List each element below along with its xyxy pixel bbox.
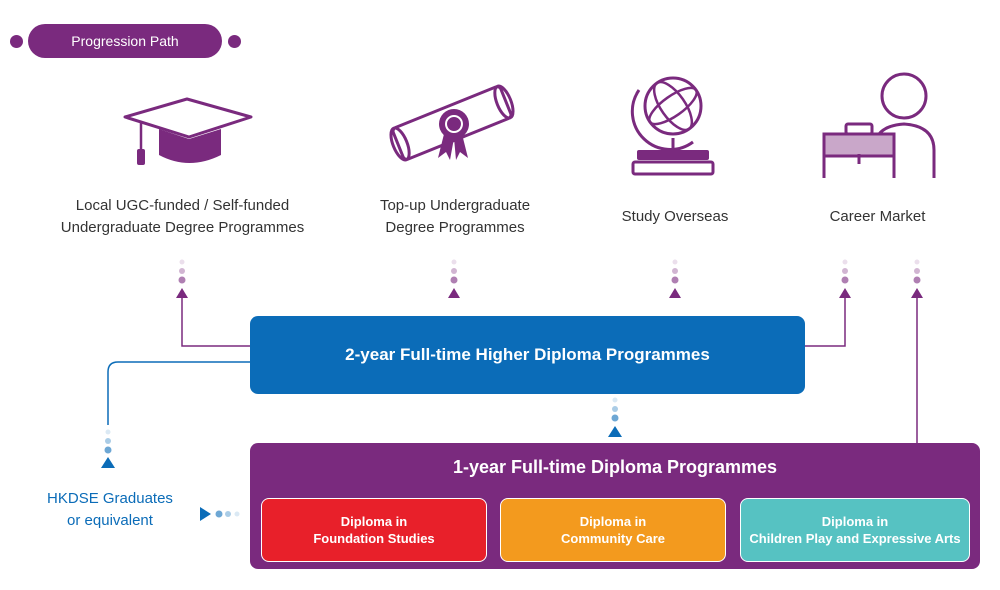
dots-ugc [178, 259, 186, 284]
diploma-community-care: Diploma in Community Care [500, 498, 726, 562]
hkdse-line1: HKDSE Graduates [47, 490, 173, 507]
connector-hd-to-career [805, 298, 846, 347]
person-briefcase-icon [822, 72, 936, 178]
dots-diploma-to-hd [611, 397, 619, 422]
foundation-line1: Diploma in [340, 514, 408, 529]
graduation-cap-icon [123, 97, 253, 165]
arrow-hd-to-ugc [176, 288, 188, 298]
community-line1: Diploma in [579, 514, 647, 529]
dots-overseas [671, 259, 679, 284]
pill-left-dot [10, 35, 23, 48]
pill-right-dot [228, 35, 241, 48]
arrow-hd-to-overseas [669, 288, 681, 298]
hkdse-entry-label: HKDSE Graduates or equivalent [30, 488, 190, 532]
dest-label-topup: Top-up Undergraduate Degree Programmes [350, 195, 560, 239]
diploma-scroll-icon [389, 84, 515, 162]
connector-hkdse-to-hd [107, 361, 250, 425]
community-line2: Community Care [560, 531, 666, 546]
hkdse-line2: or equivalent [67, 512, 153, 529]
dest-label-topup-line1: Top-up Undergraduate [379, 197, 531, 214]
diploma-box: 1-year Full-time Diploma Programmes Dipl… [250, 443, 980, 569]
dots-hkdse-right [215, 510, 240, 518]
diploma-children-play: Diploma in Children Play and Expressive … [740, 498, 970, 562]
dest-label-career: Career Market [800, 206, 955, 228]
connector-hd-to-ugc [181, 298, 250, 347]
dest-label-topup-line2: Degree Programmes [385, 219, 525, 236]
children-line1: Diploma in [821, 514, 889, 529]
foundation-line2: Foundation Studies [313, 531, 435, 546]
dest-label-overseas: Study Overseas [590, 206, 760, 228]
dots-career-diploma [913, 259, 921, 284]
higher-diploma-title: 2-year Full-time Higher Diploma Programm… [345, 345, 710, 364]
diploma-title: 1-year Full-time Diploma Programmes [452, 457, 778, 477]
arrow-hkdse-to-diploma [200, 507, 211, 521]
higher-diploma-box: 2-year Full-time Higher Diploma Programm… [250, 316, 805, 394]
arrow-hd-to-topup [448, 288, 460, 298]
dest-label-ugc-line1: Local UGC-funded / Self-funded [75, 197, 290, 214]
dots-hkdse-up [104, 429, 112, 454]
dots-career-hd [841, 259, 849, 284]
diploma-foundation-studies: Diploma in Foundation Studies [261, 498, 487, 562]
children-line2: Children Play and Expressive Arts [749, 531, 961, 546]
arrow-hkdse-up [101, 457, 115, 468]
arrow-hd-to-career [839, 288, 851, 298]
arrow-diploma-to-career [911, 288, 923, 298]
dest-label-ugc: Local UGC-funded / Self-funded Undergrad… [30, 195, 335, 239]
dest-label-career-line1: Career Market [829, 208, 926, 225]
dots-topup [450, 259, 458, 284]
progression-path-pill: Progression Path [28, 24, 222, 58]
arrow-diploma-to-hd [608, 426, 622, 437]
dest-label-ugc-line2: Undergraduate Degree Programmes [60, 219, 305, 236]
globe-books-icon [630, 76, 715, 176]
dest-label-overseas-line1: Study Overseas [621, 208, 729, 225]
